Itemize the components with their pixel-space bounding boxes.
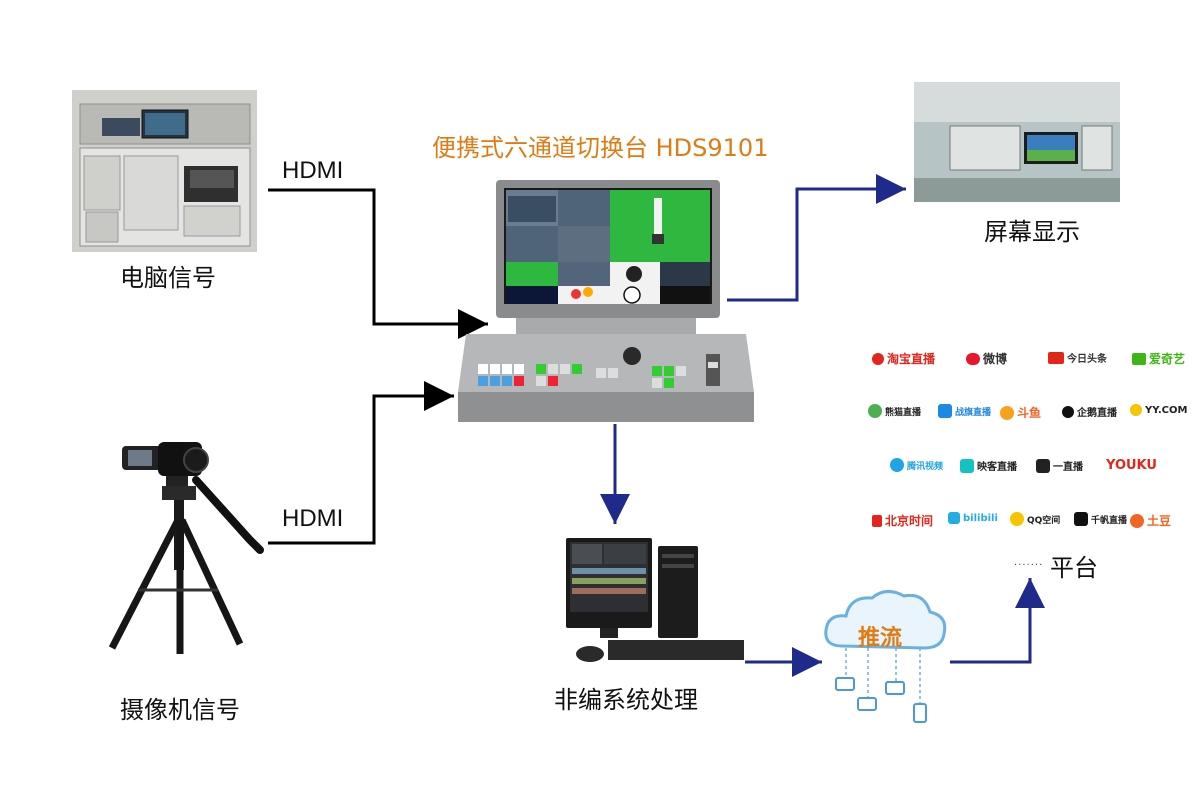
logo-panda-live: 熊猫直播 — [868, 404, 921, 418]
logo-tencent-video: 腾讯视频 — [890, 458, 943, 472]
edge-label-hdmi-bottom: HDMI — [282, 505, 344, 532]
logo-qzone: QQ空间 — [1010, 512, 1060, 526]
logo-inke-live: 映客直播 — [960, 458, 1017, 473]
logo-yizhibo: 一直播 — [1036, 458, 1083, 473]
nle-workstation-image — [560, 534, 746, 668]
classroom-screen-image — [914, 82, 1120, 202]
node-label-nle: 非编系统处理 — [554, 686, 698, 714]
edge-camera-to-switcher — [268, 381, 454, 545]
logo-btime: 北京时间 — [872, 512, 933, 529]
computer-podium-image — [72, 90, 257, 252]
logo-weibo: 微博 — [966, 350, 1007, 367]
logo-yy: YY.COM — [1130, 404, 1187, 416]
logo-taobao-live: 淘宝直播 — [872, 350, 935, 367]
edge-cloud-to-platform — [950, 578, 1045, 664]
cloud-stream-image — [820, 586, 950, 726]
diagram-title: 便携式六通道切换台 HDS9101 — [432, 134, 769, 162]
logo-douyu: 斗鱼 — [1000, 404, 1041, 421]
node-label-computer: 电脑信号 — [120, 264, 216, 292]
logo-toutiao: 今日头条 — [1048, 350, 1107, 365]
edge-switcher-to-screen — [727, 174, 906, 302]
edge-computer-to-switcher — [268, 188, 488, 339]
node-label-camera: 摄像机信号 — [120, 696, 240, 724]
logo-tudou: 土豆 — [1130, 512, 1171, 529]
node-label-screen: 屏幕显示 — [984, 218, 1080, 246]
switcher-hds9101-image — [456, 178, 756, 426]
logo-zhanqi: 战旗直播 — [938, 404, 991, 418]
logo-youku: YOUKU — [1106, 458, 1157, 473]
logo-qianfan: 千帆直播 — [1074, 512, 1127, 526]
edge-label-hdmi-top: HDMI — [282, 157, 344, 184]
logo-qie-live: 企鹅直播 — [1062, 404, 1117, 419]
logo-iqiyi: 爱奇艺 — [1132, 350, 1185, 367]
platform-ellipsis: ······· — [1014, 560, 1044, 571]
node-label-platform: 平台 — [1050, 554, 1098, 582]
node-label-cloud: 推流 — [858, 626, 903, 651]
camera-tripod-image — [100, 440, 270, 660]
logo-bilibili: bilibili — [948, 512, 998, 524]
